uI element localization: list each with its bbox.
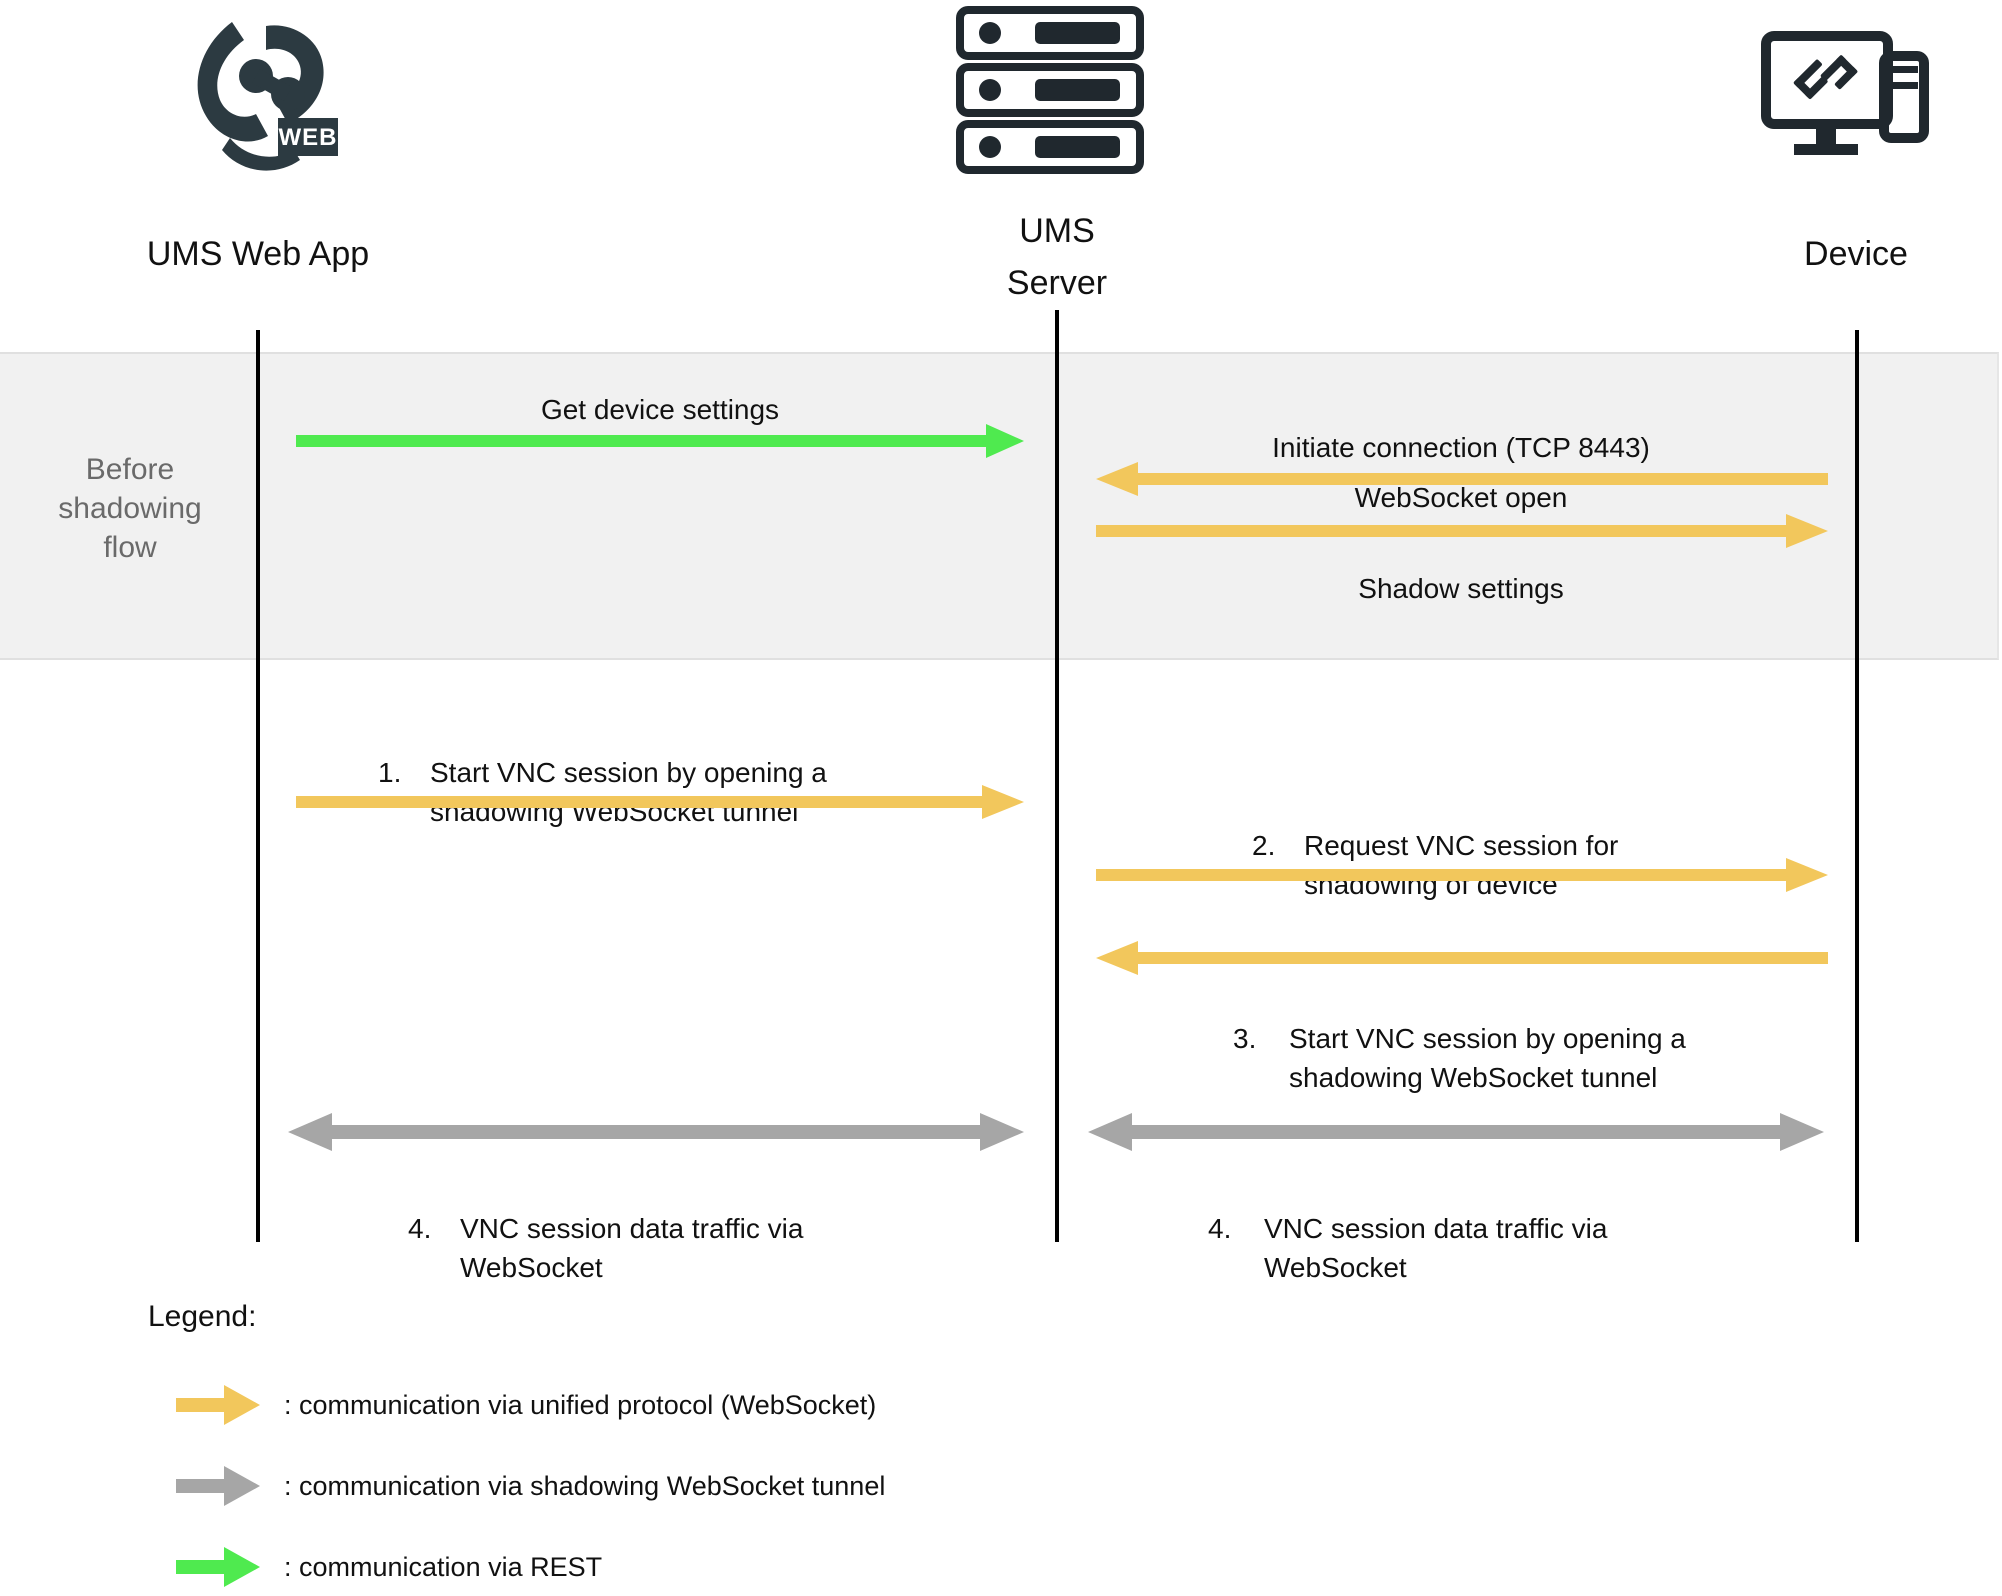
actor-label-ums-server: UMS Server xyxy=(1006,212,1108,302)
phase-label: Before shadowing flow xyxy=(58,453,202,564)
lifeline-ums-server xyxy=(1055,310,1059,1242)
lifeline-ums-web-app xyxy=(256,330,260,1242)
legend-text-rest: : communication via REST xyxy=(284,1552,603,1582)
arrow-step-3 xyxy=(1096,941,1828,975)
step-4-right-number: 4. xyxy=(1208,1213,1232,1244)
step-3-text: Start VNC session by opening a shadowing… xyxy=(1289,1023,1686,1093)
arrow-step-2 xyxy=(1096,858,1828,892)
arrow-get-device-settings xyxy=(296,424,1024,458)
server-rack-icon xyxy=(950,4,1150,176)
message-label-step-4-left: 4. VNC session data traffic via WebSocket xyxy=(408,1170,968,1287)
step-2-number: 2. xyxy=(1252,830,1276,861)
desktop-computer-icon xyxy=(1758,22,1950,182)
legend-title: Legend: xyxy=(148,1300,257,1333)
arrow-initiate-connection xyxy=(1096,462,1828,496)
legend-item-rest: : communication via REST xyxy=(176,1545,976,1589)
svg-text:WEB: WEB xyxy=(279,124,338,151)
actor-label-ums-web-app: UMS Web App xyxy=(146,235,370,273)
step-3-number: 3. xyxy=(1233,1023,1257,1054)
legend-text-websocket: : communication via unified protocol (We… xyxy=(284,1390,877,1420)
legend-arrow-right-icon-websocket xyxy=(176,1383,260,1427)
arrow-step-4-right xyxy=(1088,1113,1824,1151)
legend-item-websocket: : communication via unified protocol (We… xyxy=(176,1383,976,1427)
message-label-step-3: 3. Start VNC session by opening a shadowi… xyxy=(1233,980,1853,1097)
arrow-step-1 xyxy=(296,785,1024,819)
message-label-shadow-settings: Shadow settings xyxy=(1358,573,1564,604)
message-label-step-4-right: 4. VNC session data traffic via WebSocket xyxy=(1208,1170,1768,1287)
actor-label-device: Device xyxy=(1804,235,1908,273)
legend-arrow-right-icon-rest xyxy=(176,1545,260,1589)
before-shadowing-phase-band xyxy=(0,352,1999,660)
step-4-left-number: 4. xyxy=(408,1213,432,1244)
ums-web-app-logo-icon: WEB xyxy=(170,8,350,178)
arrow-step-4-left xyxy=(288,1113,1024,1151)
step-4-right-text: VNC session data traffic via WebSocket xyxy=(1264,1213,1608,1283)
legend-text-tunnel: : communication via shadowing WebSocket … xyxy=(284,1471,886,1501)
legend-item-tunnel: : communication via shadowing WebSocket … xyxy=(176,1464,976,1508)
message-label-initiate-connection: Initiate connection (TCP 8443) xyxy=(1272,432,1650,463)
legend-arrow-right-icon-tunnel xyxy=(176,1464,260,1508)
arrow-websocket-open xyxy=(1096,514,1828,548)
step-1-number: 1. xyxy=(378,757,402,788)
lifeline-device xyxy=(1855,330,1859,1242)
step-4-left-text: VNC session data traffic via WebSocket xyxy=(460,1213,804,1283)
message-label-websocket-open: WebSocket open xyxy=(1354,482,1568,513)
message-label-get-device-settings: Get device settings xyxy=(540,394,780,425)
